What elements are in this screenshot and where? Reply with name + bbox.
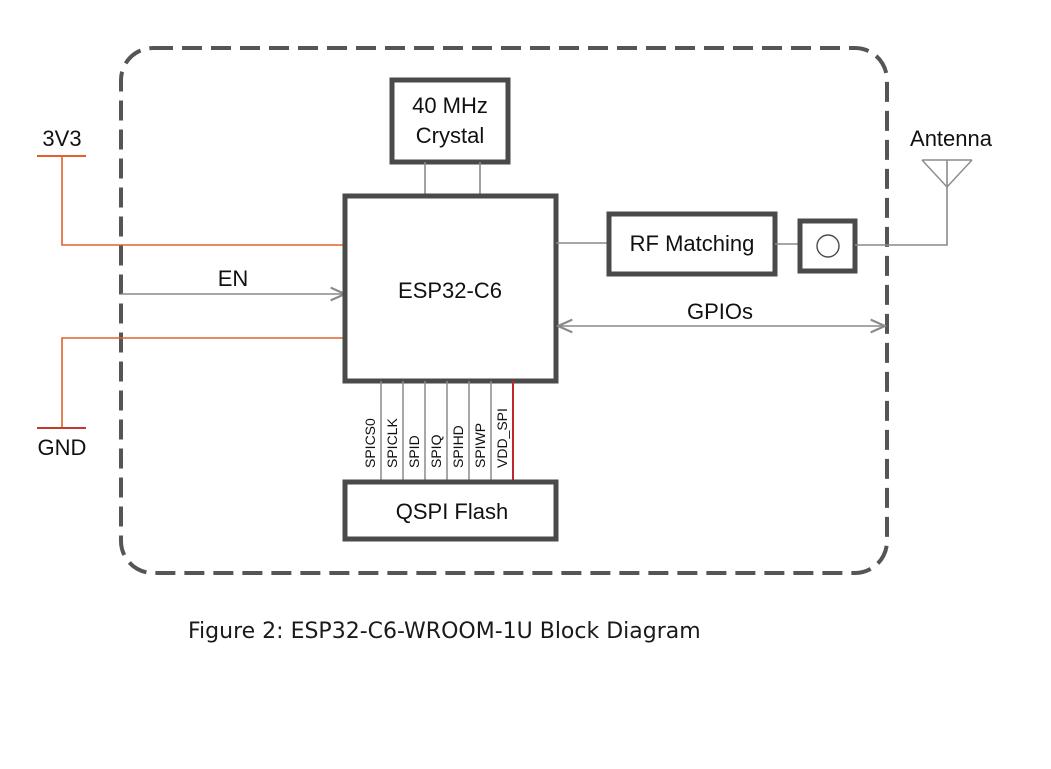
ground-label: GND [38, 435, 87, 460]
spi-bus: SPICS0 SPICLK SPID SPIQ SPIHD SPIWP VDD_… [362, 381, 514, 482]
enable-label: EN [218, 266, 249, 291]
figure-caption: Figure 2: ESP32-C6-WROOM-1U Block Diagra… [188, 619, 701, 644]
spi-pin-label-spiclk: SPICLK [384, 418, 400, 468]
flash-block [342, 479, 559, 542]
ground-line [61, 337, 345, 428]
connector-circle-icon [816, 234, 840, 258]
soc-block [342, 193, 559, 384]
spi-pin-label-spiq: SPIQ [428, 434, 444, 468]
antenna-connector [797, 218, 858, 274]
module-boundary [119, 46, 889, 575]
spi-pin-label-spihd: SPIHD [450, 425, 466, 468]
antenna-icon [921, 159, 973, 188]
crystal-block [389, 77, 511, 165]
power-label: 3V3 [42, 126, 81, 151]
crystal-label-line1: 40 MHz [412, 93, 488, 118]
spi-pin-label-spid: SPID [406, 435, 422, 468]
antenna-label: Antenna [910, 126, 993, 151]
power-line [61, 156, 345, 246]
gpios-label: GPIOs [687, 299, 753, 324]
spi-pin-label-vdd-spi: VDD_SPI [494, 408, 510, 468]
spi-pin-label-spiwp: SPIWP [472, 423, 488, 468]
soc-label: ESP32-C6 [398, 278, 502, 303]
rf-matching-label: RF Matching [630, 231, 755, 256]
spi-pin-label-spics0: SPICS0 [362, 418, 378, 468]
connector-to-antenna-line [855, 160, 948, 246]
crystal-label-line2: Crystal [416, 123, 484, 148]
rf-matching-block [606, 211, 778, 277]
flash-label: QSPI Flash [396, 499, 508, 524]
